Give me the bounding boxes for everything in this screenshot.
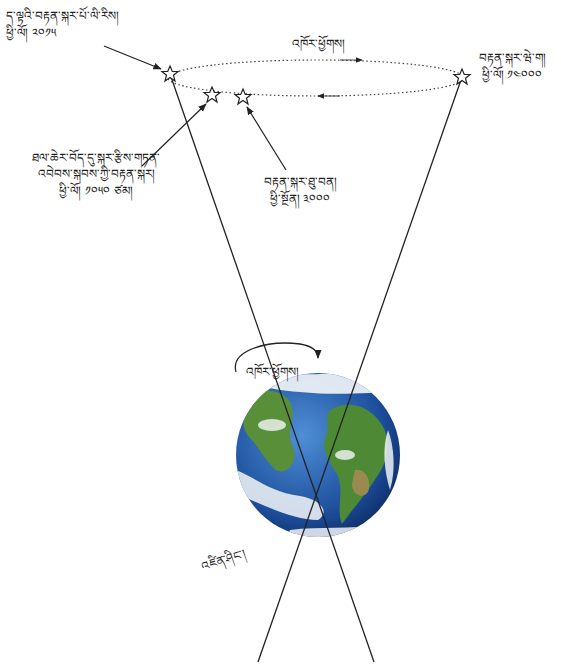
star-name: བརྟན་སྐར་ཝེ་ག།	[479, 50, 546, 66]
axis-line	[170, 74, 374, 662]
year-label: ཕྱི་ལོ། ༡༠༥༠ ཙམ།	[59, 183, 133, 199]
year-label: ཕྱི་སྔོན། ༣༠༠༠	[270, 191, 331, 207]
direction-label: འཁོར་ཕྱོགས།	[246, 364, 299, 380]
earth-globe	[236, 360, 400, 544]
direction-arrow	[340, 60, 362, 61]
axis-label: འཛིན་ཤིང་།	[198, 545, 251, 576]
year-label: ཕྱི་ལོ། ༢༠༡༥	[6, 25, 56, 41]
direction-arrow	[318, 96, 340, 97]
year-label: ཕྱི་ལོ། ༡༤༠༠༠	[482, 67, 543, 83]
leader-arrow	[247, 107, 286, 170]
star-symbol	[162, 66, 470, 104]
leader-arrow	[104, 46, 161, 69]
direction-label: འཁོར་ཕྱོགས།	[292, 36, 345, 52]
star-name: བརྟན་སྐར་ཐུ་བན།	[264, 174, 337, 190]
star-name: ད་ལྟའི་བརྟན་སྐར་པོ་ལི་རིས།	[6, 8, 119, 24]
star-name: ཐལ་ཆེར་བོད་དུ་སྐར་རྩིས་གཏན་འབེབས་སྐབས་ཀྱ…	[21, 150, 171, 182]
